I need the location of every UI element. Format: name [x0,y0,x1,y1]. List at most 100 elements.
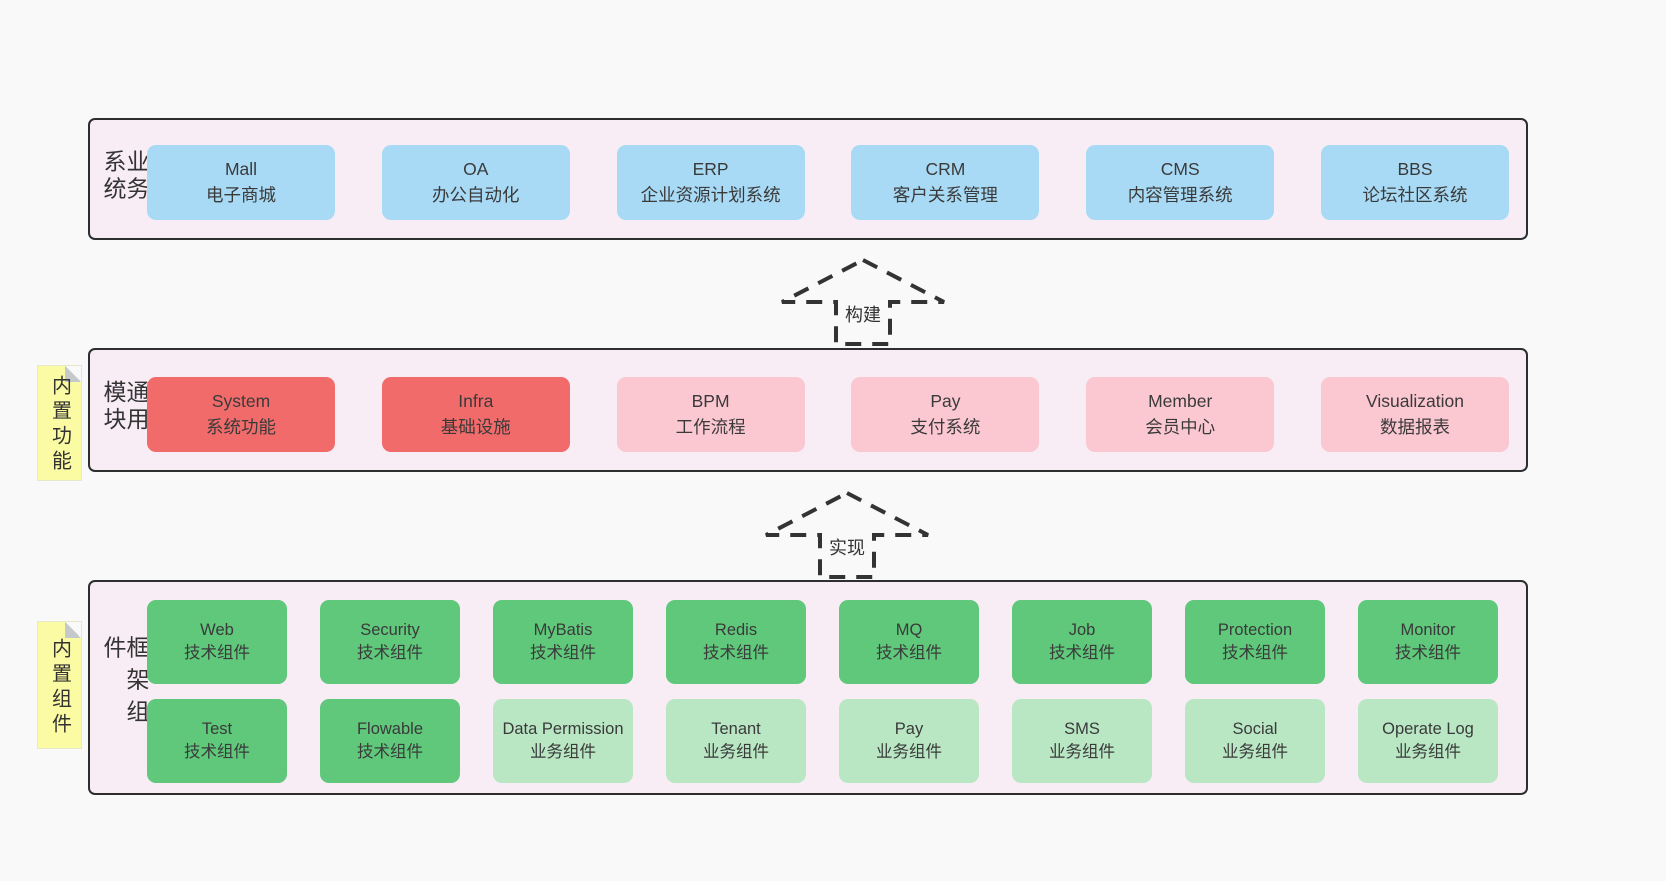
framework-row-1: Web 技术组件 Security 技术组件 MyBatis 技术组件 Redi… [147,600,1498,684]
up-arrow-icon [765,490,929,579]
box-subtitle: 技术组件 [1395,644,1461,662]
note-text: 内置组件 [48,637,71,738]
box-subtitle: 内容管理系统 [1127,184,1233,205]
box-infra: Infra 基础设施 [381,377,570,452]
box-title: Mall [224,159,258,180]
box-member: Member 会员中心 [1086,377,1275,452]
box-subtitle: 业务组件 [1049,743,1115,761]
box-subtitle: 技术组件 [530,644,596,662]
implement-arrow-label: 实现 [826,533,868,561]
box-title: Pay [894,719,924,738]
box-crm: CRM 客户关系管理 [851,145,1040,220]
box-bpm: BPM 工作流程 [616,377,805,452]
band-common-label: 通用模块 [100,380,149,434]
box-title: CRM [925,159,966,180]
box-subtitle: 业务组件 [530,743,596,761]
box-title: OA [463,159,489,180]
box-operate-log: Operate Log 业务组件 [1358,699,1498,783]
box-subtitle: 技术组件 [703,644,769,662]
box-title: BPM [691,391,730,412]
box-title: MyBatis [533,620,593,639]
box-title: Infra [458,391,494,412]
box-title: BBS [1397,159,1433,180]
band-framework-components: 框架组件 Web 技术组件 Security 技术组件 MyBatis 技术组件… [88,580,1528,795]
box-title: Web [200,620,234,639]
box-tenant: Tenant 业务组件 [666,699,806,783]
build-arrow-label: 构建 [842,300,884,328]
box-title: Job [1068,620,1096,639]
box-subtitle: 工作流程 [675,416,746,437]
note-built-in-components: 内置组件 [38,622,81,748]
box-visualization: Visualization 数据报表 [1320,377,1509,452]
common-box-row: System 系统功能 Infra 基础设施 BPM 工作流程 Pay 支付系统… [147,377,1509,452]
box-title: MQ [895,620,923,639]
up-arrow-icon [781,257,945,346]
box-title: Data Permission [502,719,624,738]
box-subtitle: 技术组件 [184,743,250,761]
box-title: Monitor [1400,620,1456,639]
box-mq: MQ 技术组件 [839,600,979,684]
box-social: Social 业务组件 [1185,699,1325,783]
box-subtitle: 论坛社区系统 [1362,184,1468,205]
box-pay-component: Pay 业务组件 [839,699,979,783]
box-cms: CMS 内容管理系统 [1086,145,1275,220]
box-title: Tenant [711,719,761,738]
box-pay: Pay 支付系统 [851,377,1040,452]
box-subtitle: 技术组件 [1049,644,1115,662]
framework-row-2: Test 技术组件 Flowable 技术组件 Data Permission … [147,699,1498,783]
box-title: Member [1148,391,1213,412]
box-web: Web 技术组件 [147,600,287,684]
box-monitor: Monitor 技术组件 [1358,600,1498,684]
box-erp: ERP 企业资源计划系统 [616,145,805,220]
box-title: ERP [692,159,729,180]
box-system: System 系统功能 [147,377,335,452]
box-mall: Mall 电子商城 [147,145,335,220]
box-mybatis: MyBatis 技术组件 [493,600,633,684]
box-subtitle: 业务组件 [876,743,942,761]
box-subtitle: 技术组件 [357,743,423,761]
box-subtitle: 系统功能 [206,416,276,437]
box-subtitle: 办公自动化 [432,184,520,205]
box-title: Security [360,620,420,639]
box-job: Job 技术组件 [1012,600,1152,684]
box-subtitle: 技术组件 [357,644,423,662]
box-flowable: Flowable 技术组件 [320,699,460,783]
box-subtitle: 企业资源计划系统 [640,184,781,205]
business-box-row: Mall 电子商城 OA 办公自动化 ERP 企业资源计划系统 CRM 客户关系… [147,145,1509,220]
box-test: Test 技术组件 [147,699,287,783]
box-bbs: BBS 论坛社区系统 [1320,145,1509,220]
box-title: Pay [930,391,961,412]
box-security: Security 技术组件 [320,600,460,684]
band-business-systems: 业务系统 Mall 电子商城 OA 办公自动化 ERP 企业资源计划系统 CRM… [88,118,1528,240]
box-subtitle: 技术组件 [184,644,250,662]
box-title: Operate Log [1382,719,1474,738]
band-business-label: 业务系统 [100,149,149,204]
box-title: Flowable [356,719,424,738]
box-oa: OA 办公自动化 [381,145,570,220]
box-title: SMS [1064,719,1100,738]
band-common-modules: 通用模块 System 系统功能 Infra 基础设施 BPM 工作流程 Pay… [88,348,1528,472]
box-subtitle: 业务组件 [1222,743,1288,761]
implement-arrow-icon: 实现 [762,489,932,581]
box-subtitle: 基础设施 [440,416,511,437]
build-arrow-icon: 构建 [778,256,948,348]
note-built-in-functions: 内置功能 [38,366,81,480]
box-title: System [211,391,271,412]
box-title: Social [1232,719,1278,738]
band-framework-label: 框架组件 [100,634,149,731]
box-subtitle: 电子商城 [206,184,276,205]
box-data-permission: Data Permission 业务组件 [493,699,633,783]
box-title: Redis [714,620,758,639]
box-title: Visualization [1366,391,1464,412]
box-subtitle: 数据报表 [1379,416,1450,437]
box-subtitle: 业务组件 [1395,743,1461,761]
box-title: Test [201,719,233,738]
box-subtitle: 客户关系管理 [892,184,998,205]
box-subtitle: 业务组件 [703,743,769,761]
box-protection: Protection 技术组件 [1185,600,1325,684]
box-sms: SMS 业务组件 [1012,699,1152,783]
note-text: 内置功能 [48,375,71,476]
box-subtitle: 技术组件 [876,644,942,662]
box-title: CMS [1160,159,1200,180]
